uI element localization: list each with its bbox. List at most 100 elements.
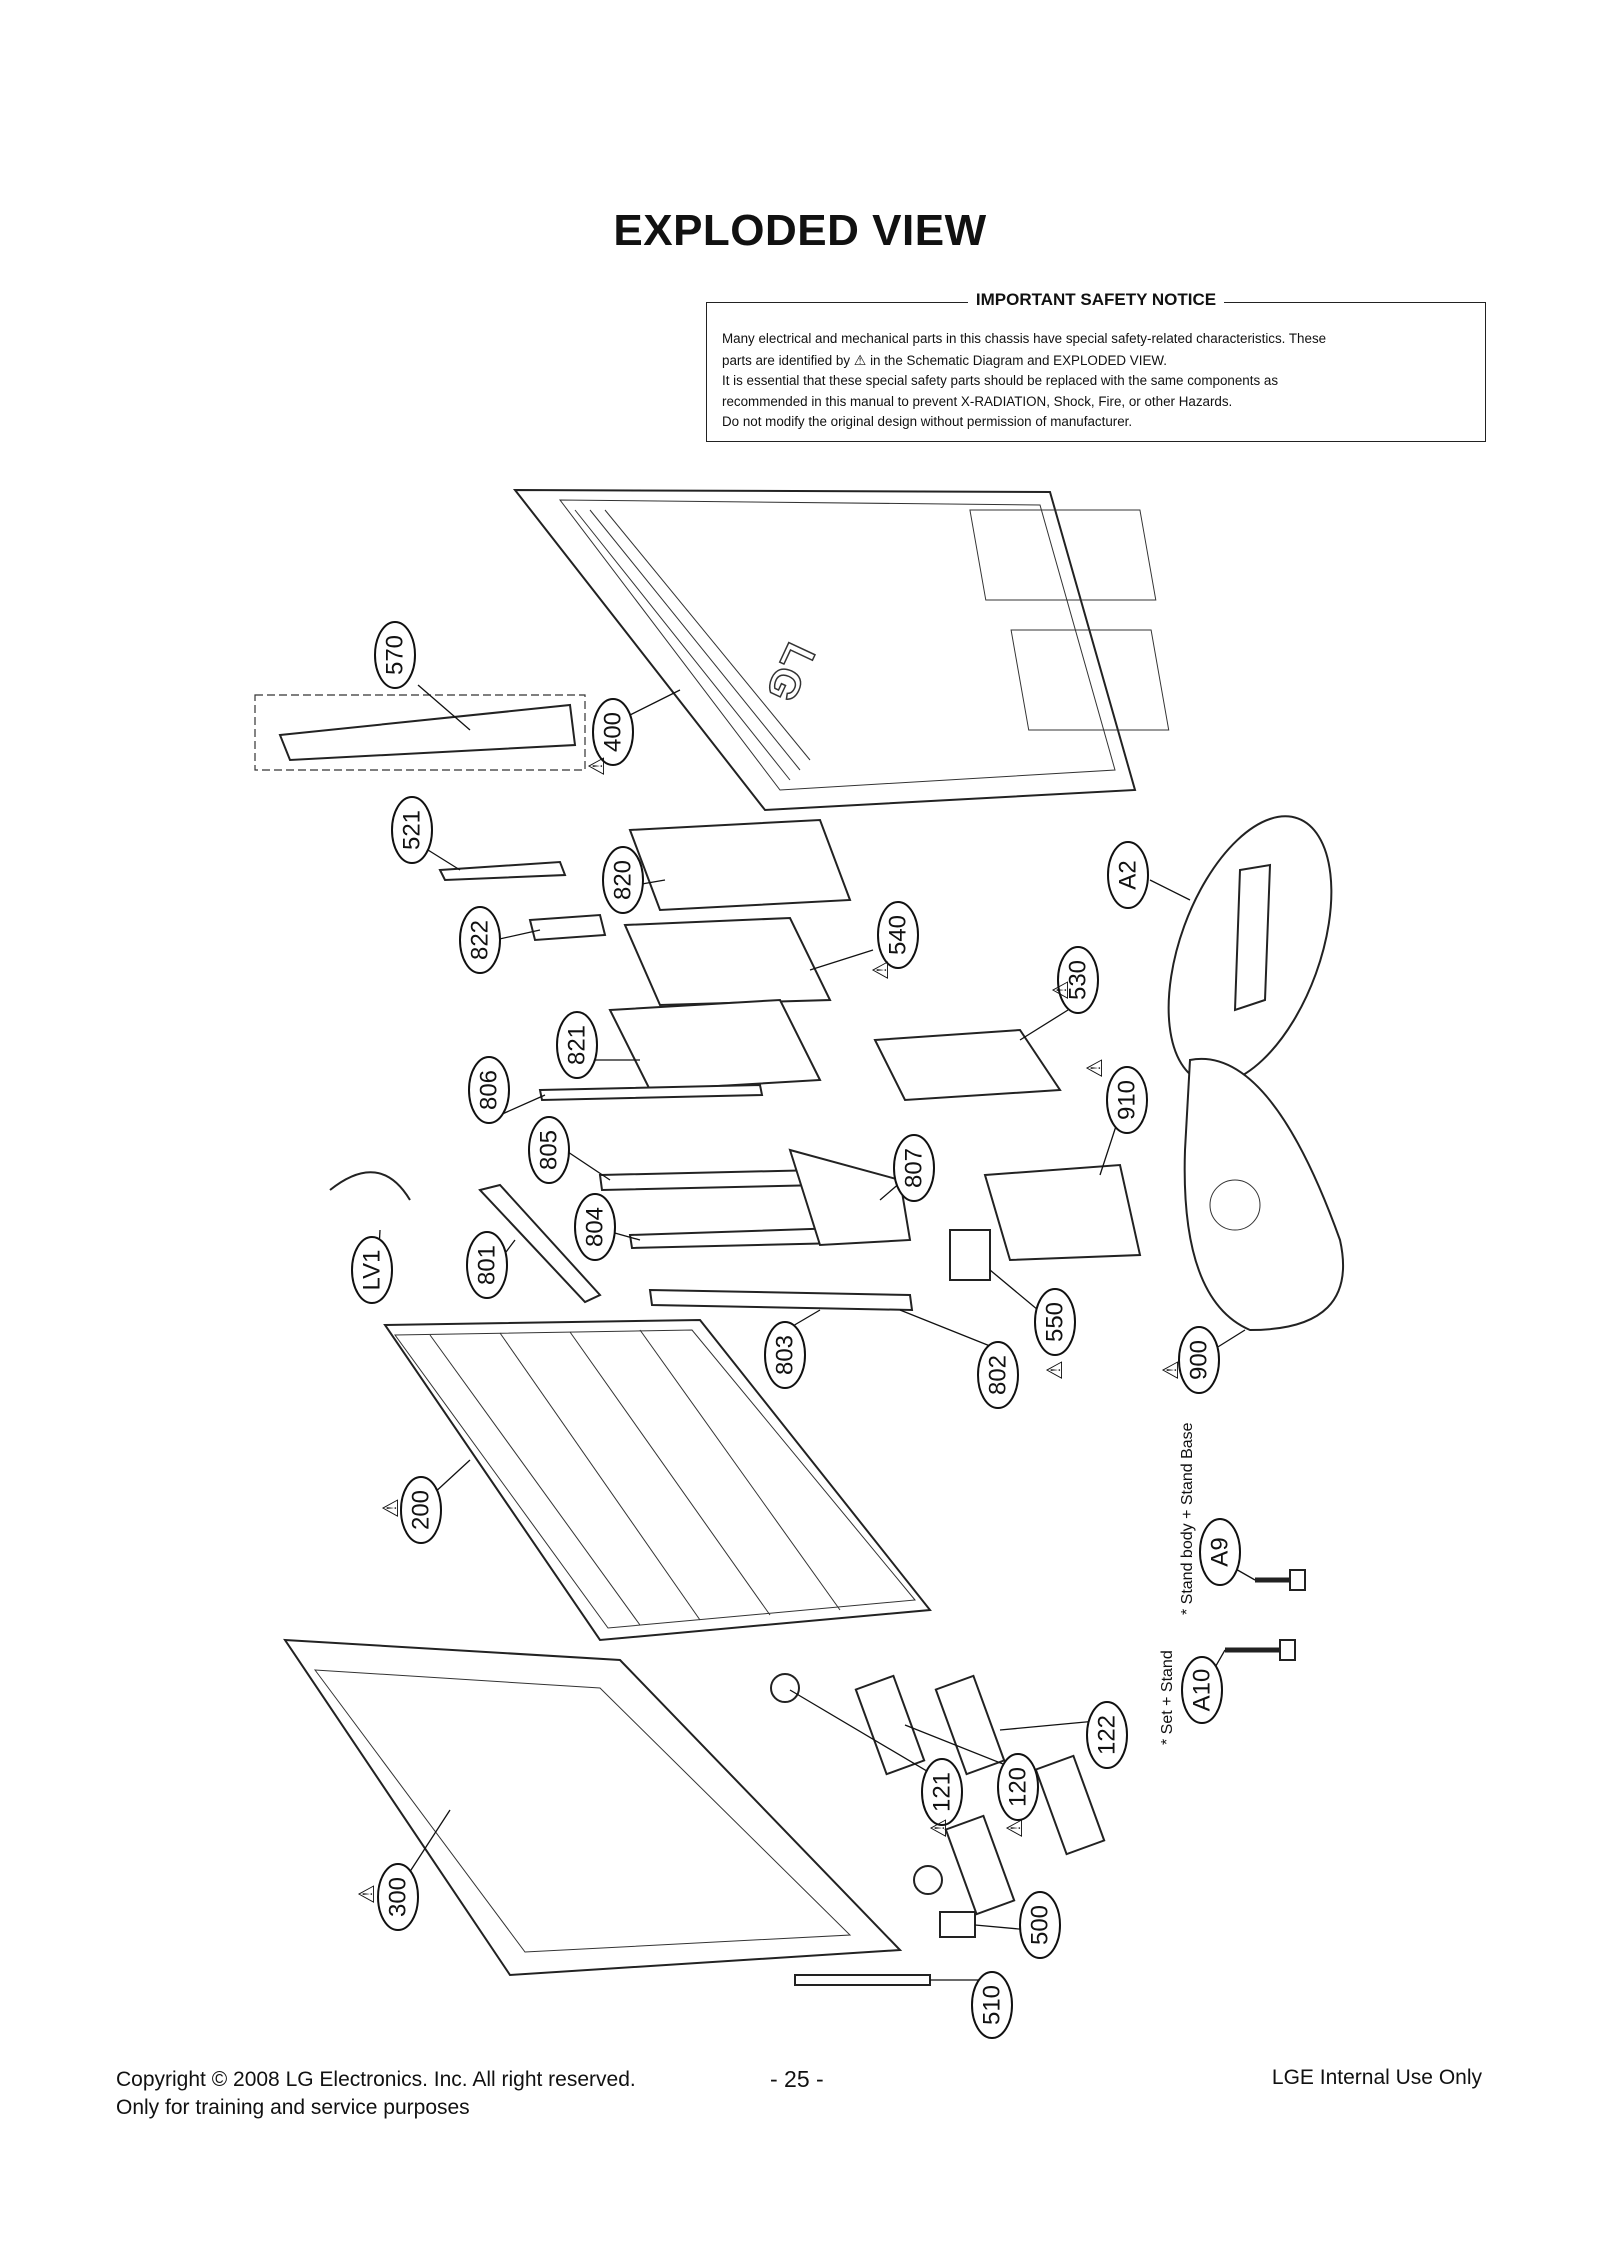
svg-text:A10: A10 [1189, 1669, 1216, 1712]
svg-text:570: 570 [382, 635, 409, 675]
svg-text:200: 200 [408, 1490, 435, 1530]
control-510-part [794, 1974, 931, 1986]
svg-text:510: 510 [979, 1985, 1006, 2025]
safety-triangle-icon: ⚠ [869, 960, 894, 980]
button-121-part [770, 1673, 800, 1703]
callout-807: 807 [893, 1134, 935, 1202]
callout-500: 500 [1019, 1891, 1061, 1959]
callout-804: 804 [574, 1193, 616, 1261]
notice-line: It is essential that these special safet… [722, 373, 1279, 388]
rail-806-part [538, 1083, 764, 1102]
copyright-text: Copyright © 2008 LG Electronics. Inc. Al… [116, 2068, 636, 2091]
stand-body-note: * Stand body + Stand Base [1179, 1422, 1196, 1615]
callout-a2: A2 [1107, 841, 1149, 909]
cable-lv1-part [329, 1171, 411, 1201]
svg-text:820: 820 [610, 860, 637, 900]
bracket-570-part [254, 694, 586, 771]
power-board-530-part [873, 1028, 1062, 1102]
svg-text:A9: A9 [1207, 1537, 1234, 1566]
svg-text:A2: A2 [1115, 860, 1142, 889]
callout-802: 802 [977, 1341, 1019, 1409]
safety-triangle-icon: ⚠ [355, 1884, 380, 1904]
frame-805-part [598, 1168, 824, 1192]
set-stand-note: * Set + Stand [1159, 1650, 1176, 1745]
bracket-807-part [788, 1148, 912, 1247]
safety-triangle-icon: ⚠ [1083, 1058, 1108, 1078]
svg-text:122: 122 [1094, 1715, 1121, 1755]
callout-121: 121 [921, 1758, 963, 1826]
callout-900: 900 [1178, 1326, 1220, 1394]
svg-text:821: 821 [564, 1025, 591, 1065]
footer-copyright: Copyright © 2008 LG Electronics. Inc. Al… [116, 2066, 636, 2122]
callout-910: 910 [1106, 1066, 1148, 1134]
page-number: - 25 - [770, 2066, 824, 2092]
svg-text:805: 805 [536, 1130, 563, 1170]
safety-triangle-icon: ⚠ [927, 1818, 952, 1838]
callout-400: 400 [592, 698, 634, 766]
screw-a9-part [1255, 1569, 1306, 1591]
notice-line: Do not modify the original design withou… [722, 414, 1133, 429]
callout-540: 540 [877, 901, 919, 969]
bracket-122-part [934, 1674, 1006, 1776]
notice-line: parts are identified by ⚠ in the Schemat… [722, 350, 1470, 372]
bracket-822-part [528, 913, 607, 942]
svg-text:804: 804 [582, 1207, 609, 1247]
stand-base-900-part [1183, 1057, 1345, 1332]
front-cabinet-300-part [283, 1638, 903, 1977]
shield-821-part [608, 998, 822, 1092]
warning-triangle-icon: ⚠ [853, 351, 867, 368]
callout-550: 550 [1034, 1288, 1076, 1356]
rail-803-part [648, 1288, 914, 1312]
callout-120: 120 [997, 1753, 1039, 1821]
callout-200: 200 [400, 1476, 442, 1544]
callout-570: 570 [374, 621, 416, 689]
svg-text:802: 802 [985, 1355, 1012, 1395]
callout-521: 521 [391, 796, 433, 864]
svg-text:120: 120 [1005, 1767, 1032, 1807]
svg-text:500: 500 [1027, 1905, 1054, 1945]
safety-notice-box: IMPORTANT SAFETY NOTICE Many electrical … [706, 290, 1486, 442]
callout-122: 122 [1086, 1701, 1128, 1769]
training-text: Only for training and service purposes [116, 2096, 470, 2119]
stand-neck-a2-part [1167, 815, 1333, 1085]
svg-text:121: 121 [929, 1772, 956, 1812]
bracket-122b-part [1034, 1754, 1106, 1856]
callout-lv1: LV1 [351, 1236, 393, 1304]
safety-triangle-icon: ⚠ [1049, 980, 1074, 1000]
svg-text:807: 807 [901, 1148, 928, 1188]
safety-notice-body: Many electrical and mechanical parts in … [722, 329, 1470, 433]
lcd-panel-200-part [383, 1318, 932, 1642]
callout-801: 801 [466, 1231, 508, 1299]
svg-text:540: 540 [885, 915, 912, 955]
svg-text:801: 801 [474, 1245, 501, 1285]
svg-text:400: 400 [600, 712, 627, 752]
safety-triangle-icon: ⚠ [1043, 1360, 1068, 1380]
callout-806: 806 [468, 1056, 510, 1124]
svg-text:300: 300 [385, 1877, 412, 1917]
button-121b-part [913, 1865, 943, 1895]
rear-cover-part: LG [512, 488, 1170, 812]
svg-text:806: 806 [476, 1070, 503, 1110]
callout-822: 822 [459, 906, 501, 974]
bracket-521-part [438, 860, 567, 882]
callout-510: 510 [971, 1971, 1013, 2039]
svg-text:910: 910 [1114, 1080, 1141, 1120]
callout-803: 803 [764, 1321, 806, 1389]
screw-a10-part [1225, 1639, 1296, 1661]
safety-triangle-icon: ⚠ [1003, 1818, 1028, 1838]
frame-804-part [628, 1226, 844, 1250]
speaker-120b-part [944, 1814, 1016, 1916]
safety-notice-heading: IMPORTANT SAFETY NOTICE [707, 290, 1485, 310]
svg-text:LV1: LV1 [359, 1250, 386, 1291]
callout-820: 820 [602, 846, 644, 914]
notice-line: recommended in this manual to prevent X-… [722, 393, 1233, 409]
board-500-part [939, 1911, 976, 1938]
svg-text:822: 822 [467, 920, 494, 960]
svg-text:900: 900 [1186, 1340, 1213, 1380]
callout-a10: A10 [1181, 1656, 1223, 1724]
safety-triangle-icon: ⚠ [585, 756, 610, 776]
svg-text:530: 530 [1065, 960, 1092, 1000]
speaker-120-part [854, 1674, 926, 1776]
svg-text:550: 550 [1042, 1302, 1069, 1342]
